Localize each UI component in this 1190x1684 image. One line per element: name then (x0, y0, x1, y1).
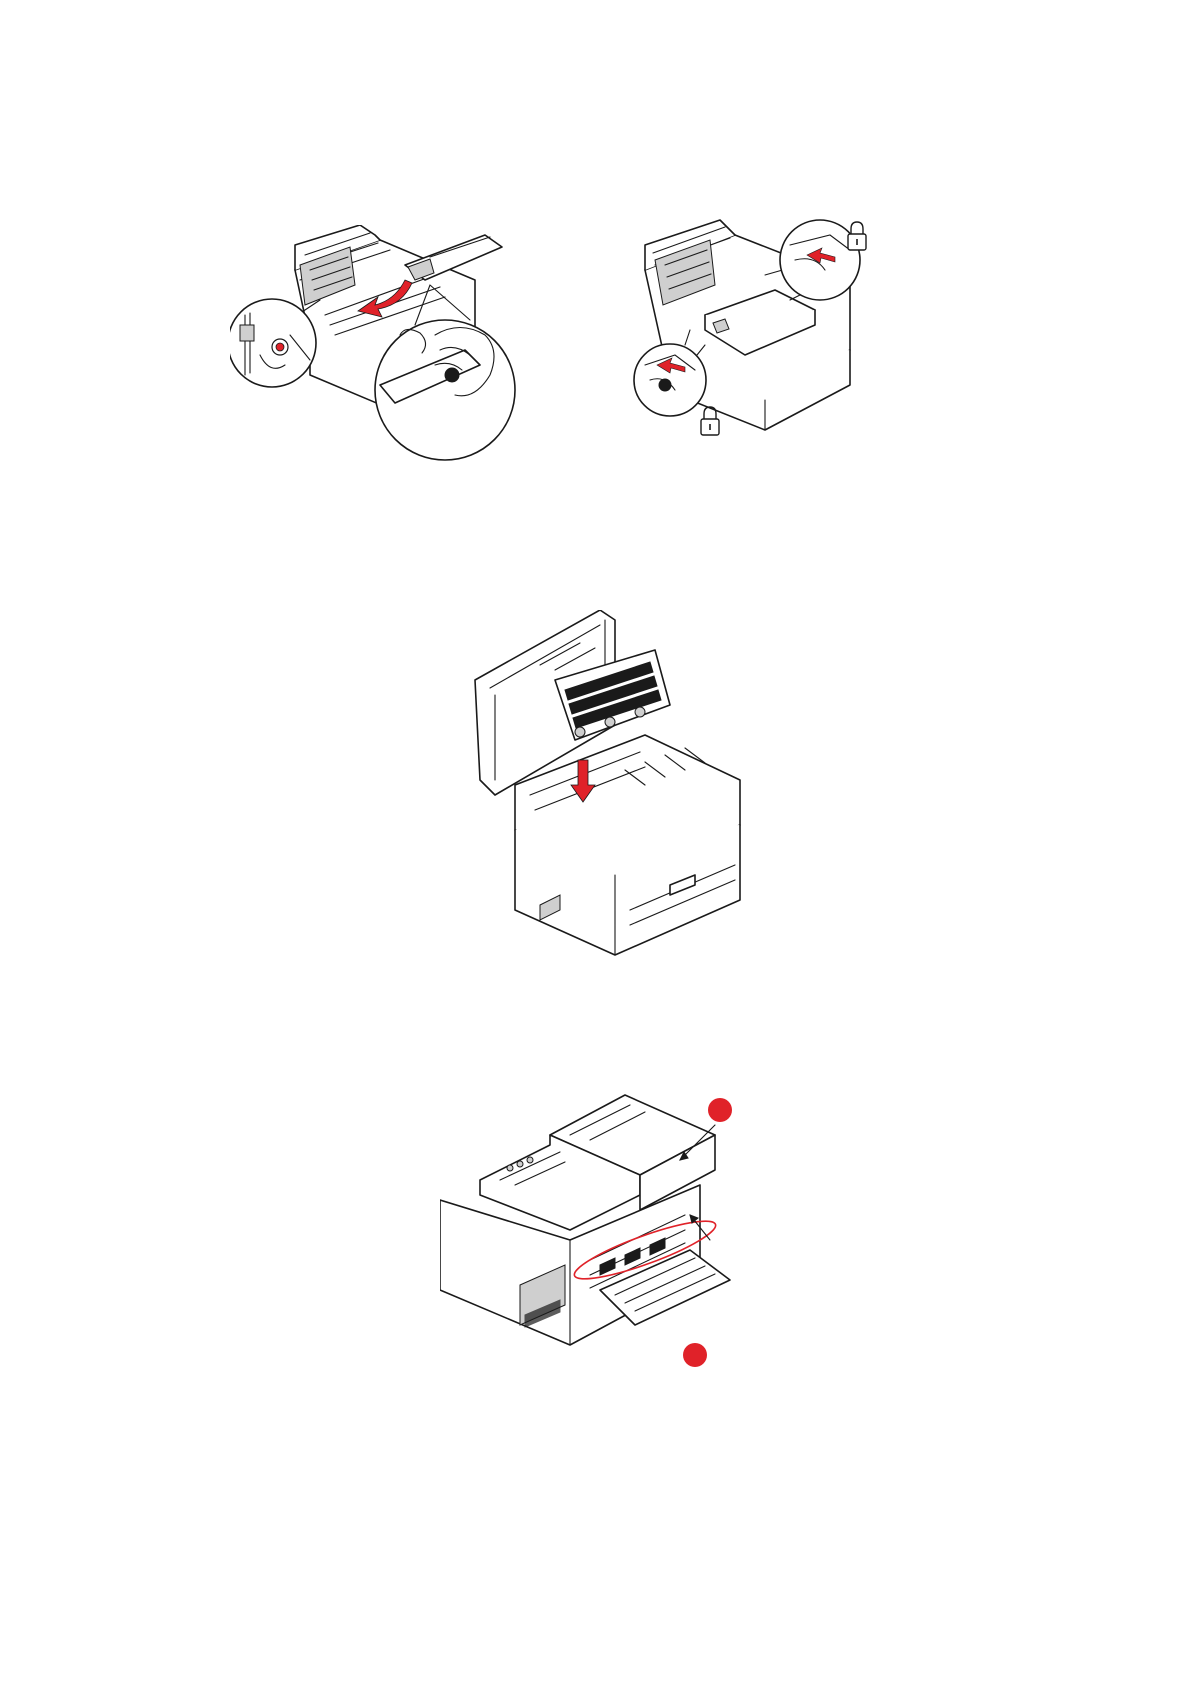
padlock-icon (701, 407, 719, 435)
figure-belt-unit-removal (230, 225, 560, 485)
figure-rear-exit-tray (440, 1090, 800, 1380)
figure-belt-unit-lock (625, 205, 930, 490)
padlock-icon (848, 222, 866, 250)
belt-unit-lock-illustration (625, 205, 930, 490)
red-circle-marker (683, 1343, 707, 1367)
rear-exit-tray-illustration (440, 1090, 800, 1380)
belt-unit-removal-illustration (230, 225, 560, 485)
red-circle-marker (708, 1098, 732, 1122)
magnifier-callout-lock-left (634, 344, 706, 416)
figure-image-drum-insertion (470, 610, 770, 980)
image-drum-insertion-illustration (470, 610, 770, 980)
